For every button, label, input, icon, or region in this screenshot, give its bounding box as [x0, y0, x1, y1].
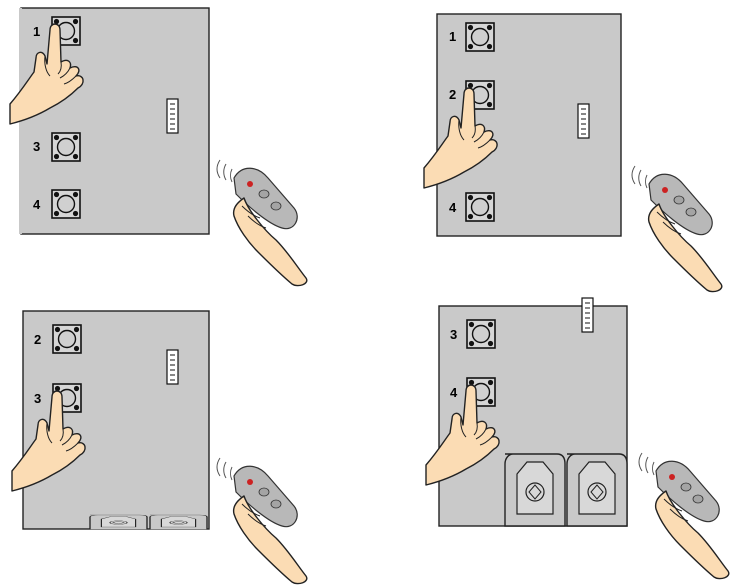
dip-switch-icon	[581, 297, 594, 333]
remote-control-icon	[631, 165, 723, 293]
push-button-icon[interactable]	[466, 319, 496, 349]
button-label: 4	[449, 200, 457, 215]
button-label: 1	[33, 24, 40, 39]
push-button-icon[interactable]	[465, 192, 495, 222]
button-label: 3	[450, 327, 457, 342]
button-label: 4	[33, 197, 41, 212]
push-button-icon[interactable]	[51, 189, 81, 219]
remote-control-icon	[638, 452, 730, 580]
panel-1: 1 3 4	[9, 7, 308, 287]
button-label: 3	[34, 391, 41, 406]
button-label: 2	[34, 332, 41, 347]
dip-switch-icon	[577, 103, 590, 139]
panel-2: 1 2 4	[423, 13, 723, 293]
button-label: 3	[33, 139, 40, 154]
terminal-block-icon	[89, 514, 148, 531]
remote-control-icon	[216, 159, 308, 287]
terminal-block-icon	[566, 453, 628, 527]
push-button-icon[interactable]	[52, 324, 82, 354]
terminal-block-icon	[149, 514, 208, 531]
push-button-icon[interactable]	[465, 22, 495, 52]
panel-3: 2 3	[11, 310, 308, 585]
dip-switch-icon	[166, 349, 179, 385]
button-label: 4	[450, 385, 458, 400]
dip-switch-icon	[166, 98, 179, 134]
push-button-icon[interactable]	[51, 132, 81, 162]
remote-control-icon	[216, 457, 308, 585]
panel-4: 3 4	[425, 297, 730, 580]
button-label: 2	[449, 87, 456, 102]
button-label: 1	[449, 29, 456, 44]
terminal-block-icon	[504, 453, 566, 527]
